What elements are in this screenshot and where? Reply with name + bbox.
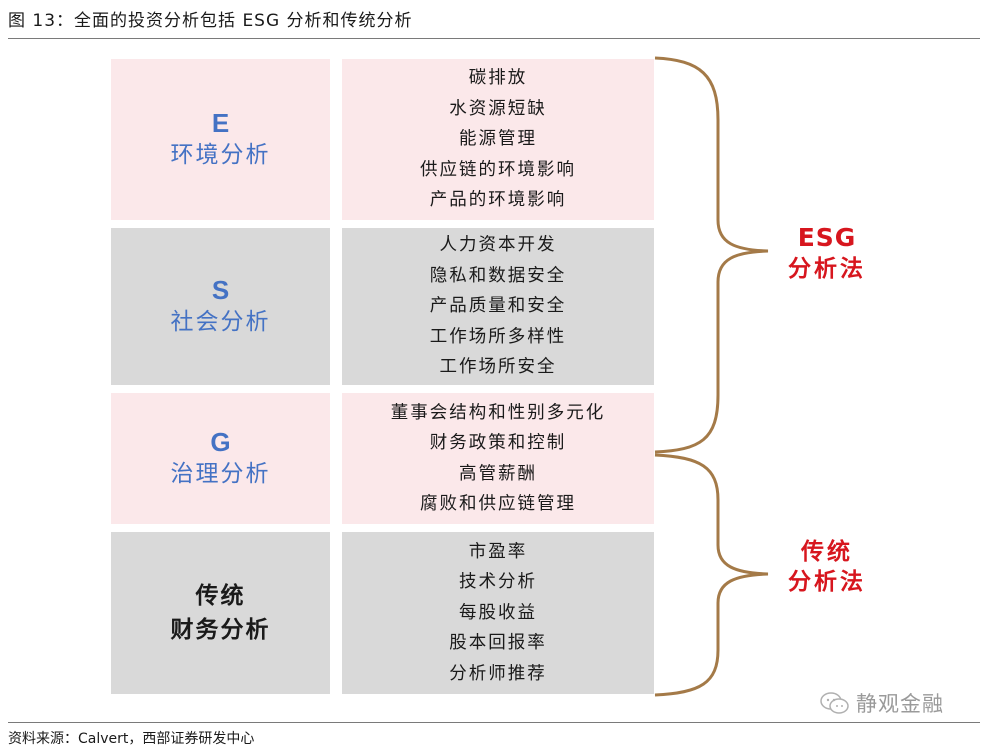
items-box-environment: 碳排放 水资源短缺 能源管理 供应链的环境影响 产品的环境影响 [342, 59, 654, 220]
list-item: 工作场所安全 [439, 357, 557, 378]
list-item: 分析师推荐 [449, 663, 547, 684]
category-box-environment: E 环境分析 [111, 59, 330, 220]
source-divider [8, 722, 980, 723]
category-letter: E [211, 108, 230, 139]
list-item: 能源管理 [459, 129, 537, 150]
list-item: 每股收益 [459, 602, 537, 623]
category-box-governance: G 治理分析 [111, 393, 330, 524]
category-name: 社会分析 [170, 308, 271, 335]
items-box-governance: 董事会结构和性别多元化 财务政策和控制 高管薪酬 腐败和供应链管理 [342, 393, 654, 524]
figure-title: 图 13：全面的投资分析包括 ESG 分析和传统分析 [8, 11, 413, 31]
title-divider [8, 38, 980, 39]
list-item: 市盈率 [468, 541, 528, 562]
traditional-bracket [654, 453, 769, 697]
list-item: 技术分析 [459, 572, 537, 593]
list-item: 工作场所多样性 [429, 326, 567, 347]
esg-bracket [654, 56, 769, 454]
list-item: 供应链的环境影响 [420, 159, 576, 180]
traditional-method-label: 传统 分析法 [772, 538, 882, 598]
category-box-social: S 社会分析 [111, 228, 330, 385]
category-name: 环境分析 [170, 141, 271, 168]
list-item: 财务政策和控制 [429, 433, 567, 453]
esg-method-label: ESG 分析法 [772, 222, 882, 284]
category-name: 治理分析 [170, 460, 271, 487]
traditional-method-line1: 传统 [801, 539, 853, 565]
list-item: 水资源短缺 [449, 98, 547, 119]
category-letter: G [210, 427, 231, 458]
items-box-social: 人力资本开发 隐私和数据安全 产品质量和安全 工作场所多样性 工作场所安全 [342, 228, 654, 385]
category-name: 财务分析 [170, 617, 271, 643]
list-item: 产品的环境影响 [429, 190, 567, 211]
list-item: 碳排放 [468, 68, 528, 89]
watermark-text: 静观金融 [856, 692, 944, 716]
category-box-traditional: 传统 财务分析 [111, 532, 330, 694]
watermark: 静观金融 [820, 688, 944, 718]
list-item: 股本回报率 [449, 633, 547, 654]
list-item: 隐私和数据安全 [429, 265, 567, 286]
category-letter: S [211, 275, 230, 306]
list-item: 人力资本开发 [439, 235, 557, 256]
esg-method-line1: ESG [797, 223, 857, 252]
list-item: 高管薪酬 [459, 463, 537, 484]
items-box-traditional: 市盈率 技术分析 每股收益 股本回报率 分析师推荐 [342, 532, 654, 694]
wechat-icon [820, 692, 849, 714]
traditional-method-line2: 分析法 [788, 568, 866, 595]
list-item: 产品质量和安全 [429, 296, 567, 317]
category-name: 传统 [195, 582, 246, 609]
list-item: 腐败和供应链管理 [420, 494, 576, 514]
source-note: 资料来源：Calvert，西部证券研发中心 [8, 731, 255, 747]
list-item: 董事会结构和性别多元化 [390, 402, 606, 423]
esg-method-line2: 分析法 [788, 255, 866, 282]
